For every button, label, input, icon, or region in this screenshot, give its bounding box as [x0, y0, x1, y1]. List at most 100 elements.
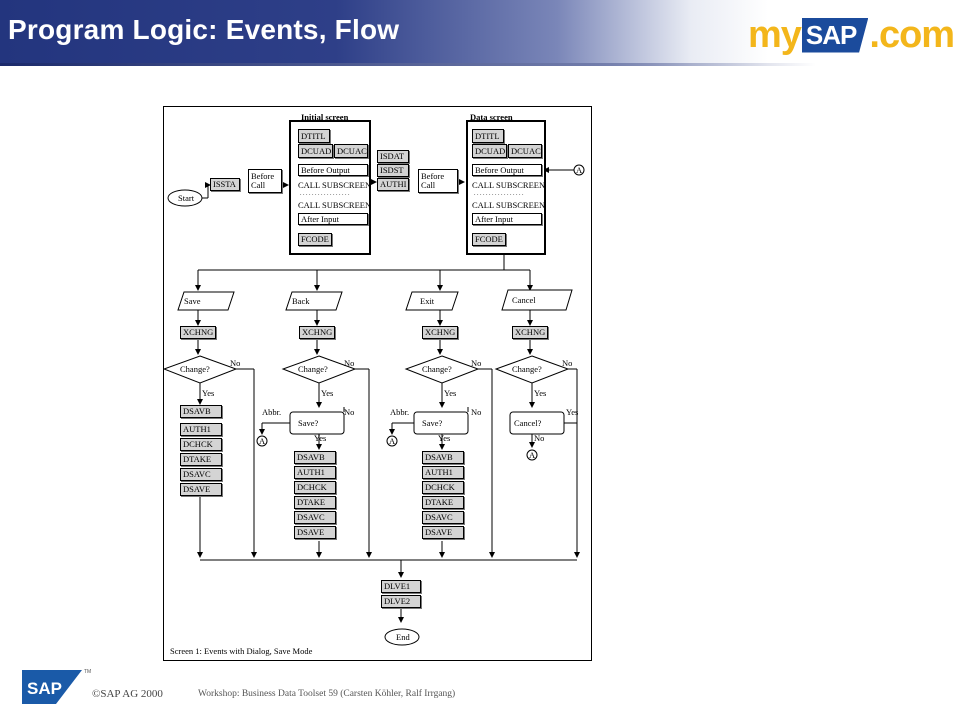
data-dcuac: DCUAC	[508, 144, 542, 158]
no-label-cancel: No	[562, 358, 573, 368]
page-title: Program Logic: Events, Flow	[8, 14, 400, 45]
action-save-label: Save	[184, 296, 201, 306]
data-dcuad: DCUAD	[472, 144, 507, 158]
no-label-back: No	[344, 358, 355, 368]
footer-copyright: ©SAP AG 2000	[92, 688, 163, 700]
data-before-output: Before Output	[472, 164, 542, 176]
before-call-initial: Before Call	[248, 169, 282, 193]
event-isdat: ISDAT	[377, 150, 409, 163]
save-yes-label-back: Yes	[314, 433, 327, 443]
exit-chain-dchck: DCHCK	[422, 481, 464, 494]
abbr-label-exit: Abbr.	[390, 407, 410, 417]
action-cancel-shape	[501, 289, 573, 311]
yes-label-save: Yes	[202, 388, 215, 398]
save-q-exit: Save?	[422, 418, 443, 428]
save-chain-dsave: DSAVE	[180, 483, 222, 496]
footer-logo-text: SAP	[27, 679, 62, 698]
action-back-shape	[285, 291, 343, 311]
connector-a-exit-label: A	[389, 436, 396, 446]
logo-my: my	[748, 13, 802, 56]
back-chain-dsave: DSAVE	[294, 526, 336, 539]
connector-a-cancel-label: A	[529, 450, 536, 460]
exit-chain-auth1: AUTH1	[422, 466, 464, 479]
xchng-exit: XCHNG	[422, 326, 458, 339]
cancel-yes-label: Yes	[566, 407, 579, 417]
initial-screen-title: Initial screen	[301, 112, 349, 122]
connector-a-right-label: A	[576, 165, 583, 175]
event-dlve2: DLVE2	[381, 595, 421, 608]
initial-call-subscreen-2: CALL SUBSCREEN	[298, 200, 372, 210]
no-label-exit: No	[471, 358, 482, 368]
abbr-label-back: Abbr.	[262, 407, 282, 417]
cancel-q: Cancel?	[514, 418, 542, 428]
exit-chain-dsavb: DSAVB	[422, 451, 464, 464]
yes-label-back: Yes	[321, 388, 334, 398]
save-chain-auth1: AUTH1	[180, 423, 222, 436]
connector-a-back-label: A	[259, 436, 266, 446]
action-exit-label: Exit	[420, 296, 435, 306]
logo-sap: SAP	[801, 17, 869, 53]
start-label: Start	[178, 193, 195, 203]
data-after-input: After Input	[472, 213, 542, 225]
exit-chain-dsave: DSAVE	[422, 526, 464, 539]
header-rule	[0, 63, 960, 66]
no-label-save: No	[230, 358, 241, 368]
initial-after-input: After Input	[298, 213, 368, 225]
diagram-lines	[164, 164, 585, 646]
footer-tm: TM	[84, 669, 92, 675]
end-terminal	[384, 628, 420, 646]
change-q-cancel: Change?	[512, 364, 542, 374]
save-chain-dtake: DTAKE	[180, 453, 222, 466]
event-issta: ISSTA	[210, 178, 240, 191]
initial-dcuad: DCUAD	[298, 144, 333, 158]
back-chain-dchck: DCHCK	[294, 481, 336, 494]
data-call-subscreen-2: CALL SUBSCREEN	[472, 200, 546, 210]
save-q-back: Save?	[298, 418, 319, 428]
action-back-label: Back	[292, 296, 310, 306]
flow-diagram: Initial screen Data screen Start ISSTA B…	[163, 106, 592, 661]
before-call-data: Before Call	[418, 169, 458, 193]
initial-dtitl: DTITL	[298, 129, 330, 143]
footer-description: Workshop: Business Data Toolset 59 (Cars…	[198, 689, 456, 699]
change-q-back: Change?	[298, 364, 328, 374]
initial-dots: . . . . . . . . . . . . . . . . .	[300, 191, 350, 197]
action-save-shape	[177, 291, 235, 311]
initial-call-subscreen-1: CALL SUBSCREEN	[298, 180, 372, 190]
back-chain-dtake: DTAKE	[294, 496, 336, 509]
save-chain-dsavb: DSAVB	[180, 405, 222, 418]
data-dtitl: DTITL	[472, 129, 504, 143]
cancel-no-label: No	[534, 433, 545, 443]
change-q-save: Change?	[180, 364, 210, 374]
save-chain-dsavc: DSAVC	[180, 468, 222, 481]
action-exit-shape	[405, 291, 459, 311]
data-call-subscreen-1: CALL SUBSCREEN	[472, 180, 546, 190]
data-screen-title: Data screen	[470, 112, 513, 122]
change-q-exit: Change?	[422, 364, 452, 374]
end-label: End	[396, 632, 410, 642]
initial-before-output: Before Output	[298, 164, 368, 176]
save-no-label-back: No	[344, 407, 355, 417]
save-chain-dchck: DCHCK	[180, 438, 222, 451]
action-cancel-label: Cancel	[512, 295, 536, 305]
back-chain-auth1: AUTH1	[294, 466, 336, 479]
xchng-back: XCHNG	[299, 326, 335, 339]
event-authi: AUTHI	[377, 178, 409, 191]
back-chain-dsavb: DSAVB	[294, 451, 336, 464]
data-dots: . . . . . . . . . . . . . . . . .	[474, 191, 524, 197]
exit-chain-dsavc: DSAVC	[422, 511, 464, 524]
event-dlve1: DLVE1	[381, 580, 421, 593]
connector-a-back	[256, 435, 268, 447]
sap-logo-icon: SAP	[22, 670, 82, 704]
logo-com: .com	[869, 13, 955, 56]
initial-fcode: FCODE	[298, 233, 332, 246]
connector-a-cancel	[526, 449, 538, 461]
event-isdst: ISDST	[377, 164, 409, 177]
back-chain-dsavc: DSAVC	[294, 511, 336, 524]
data-fcode: FCODE	[472, 233, 506, 246]
connector-a-exit	[386, 435, 398, 447]
initial-dcuac: DCUAC	[334, 144, 368, 158]
save-no-label-exit: No	[471, 407, 482, 417]
xchng-save: XCHNG	[180, 326, 216, 339]
